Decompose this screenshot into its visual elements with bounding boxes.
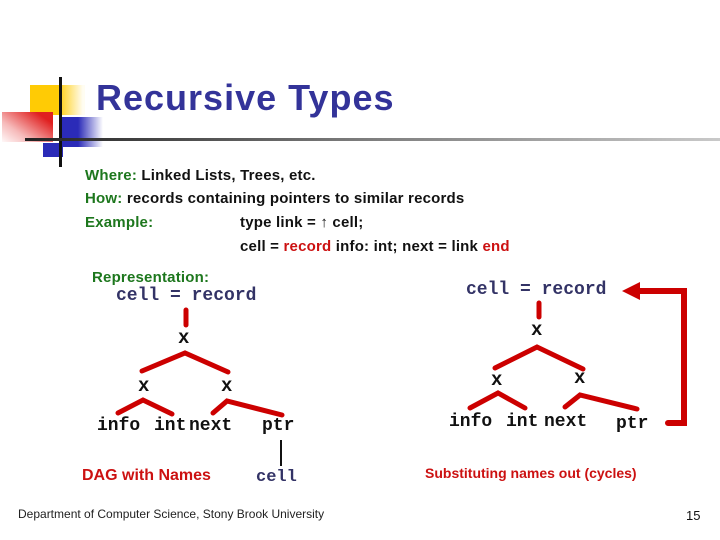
representation-label: Representation: [92, 269, 210, 286]
page-number: 15 [686, 508, 701, 523]
left-tree-lower-left-chevron [115, 397, 175, 417]
example-label: Example: [85, 214, 154, 231]
left-tree-lower-right-chevron [210, 398, 285, 418]
example-code-line1: type link = ↑ cell; [240, 214, 364, 231]
left-tree-ptr-target: cell [256, 468, 297, 487]
right-tree-right-child-node: x [574, 367, 586, 389]
where-label: Where: [85, 167, 138, 184]
keyword-record: record [283, 238, 332, 255]
deco-vertical-line [59, 77, 62, 167]
left-tree-left-child-node: x [138, 375, 150, 397]
right-tree-lower-right-chevron [562, 392, 640, 412]
left-tree-leaf-int: int [154, 416, 187, 436]
where-line: Where: Linked Lists, Trees, etc. [85, 167, 316, 185]
right-tree-lower-left-chevron [467, 390, 528, 411]
footer-text: Department of Computer Science, Stony Br… [18, 507, 325, 521]
example-code-line2: cell = record info: int; next = link end [240, 238, 510, 256]
how-label: How: [85, 190, 123, 207]
right-tree-root-node: x [531, 319, 543, 341]
title-underline-rule [25, 138, 720, 141]
how-line: How: records containing pointers to simi… [85, 190, 465, 208]
slide-title: Recursive Types [96, 77, 395, 118]
right-tree-caption: Substituting names out (cycles) [425, 465, 637, 481]
left-tree-root-node: x [178, 327, 190, 349]
how-text: records containing pointers to similar r… [126, 190, 465, 207]
right-tree-left-child-node: x [491, 369, 503, 391]
cycle-loop-line [633, 288, 687, 426]
deco-blue-small-square [43, 143, 63, 157]
left-tree-caption: DAG with Names [82, 467, 211, 484]
right-tree-leaf-info: info [449, 412, 493, 432]
left-tree-leaf-info: info [97, 416, 141, 436]
left-tree-right-child-node: x [221, 375, 233, 397]
where-text: Linked Lists, Trees, etc. [141, 167, 316, 184]
right-tree-upper-chevron [492, 344, 586, 372]
left-tree-leaf-next: next [189, 416, 233, 436]
cycle-loop-arrowhead-icon [622, 282, 640, 300]
right-tree-leaf-int: int [506, 412, 539, 432]
left-tree-leaf-ptr: ptr [262, 416, 295, 436]
keyword-end: end [482, 238, 510, 255]
deco-red-square [2, 112, 53, 142]
left-tree-header: cell = record [116, 286, 257, 306]
right-tree-header: cell = record [466, 280, 607, 300]
deco-yellow-square [30, 85, 85, 115]
right-tree-leaf-ptr: ptr [616, 414, 649, 434]
left-tree-upper-chevron [139, 350, 231, 375]
code-plain: cell = [240, 238, 284, 255]
deco-blue-square [60, 117, 103, 147]
code-plain: info: int; next = link [331, 238, 483, 255]
right-tree-leaf-next: next [544, 412, 588, 432]
